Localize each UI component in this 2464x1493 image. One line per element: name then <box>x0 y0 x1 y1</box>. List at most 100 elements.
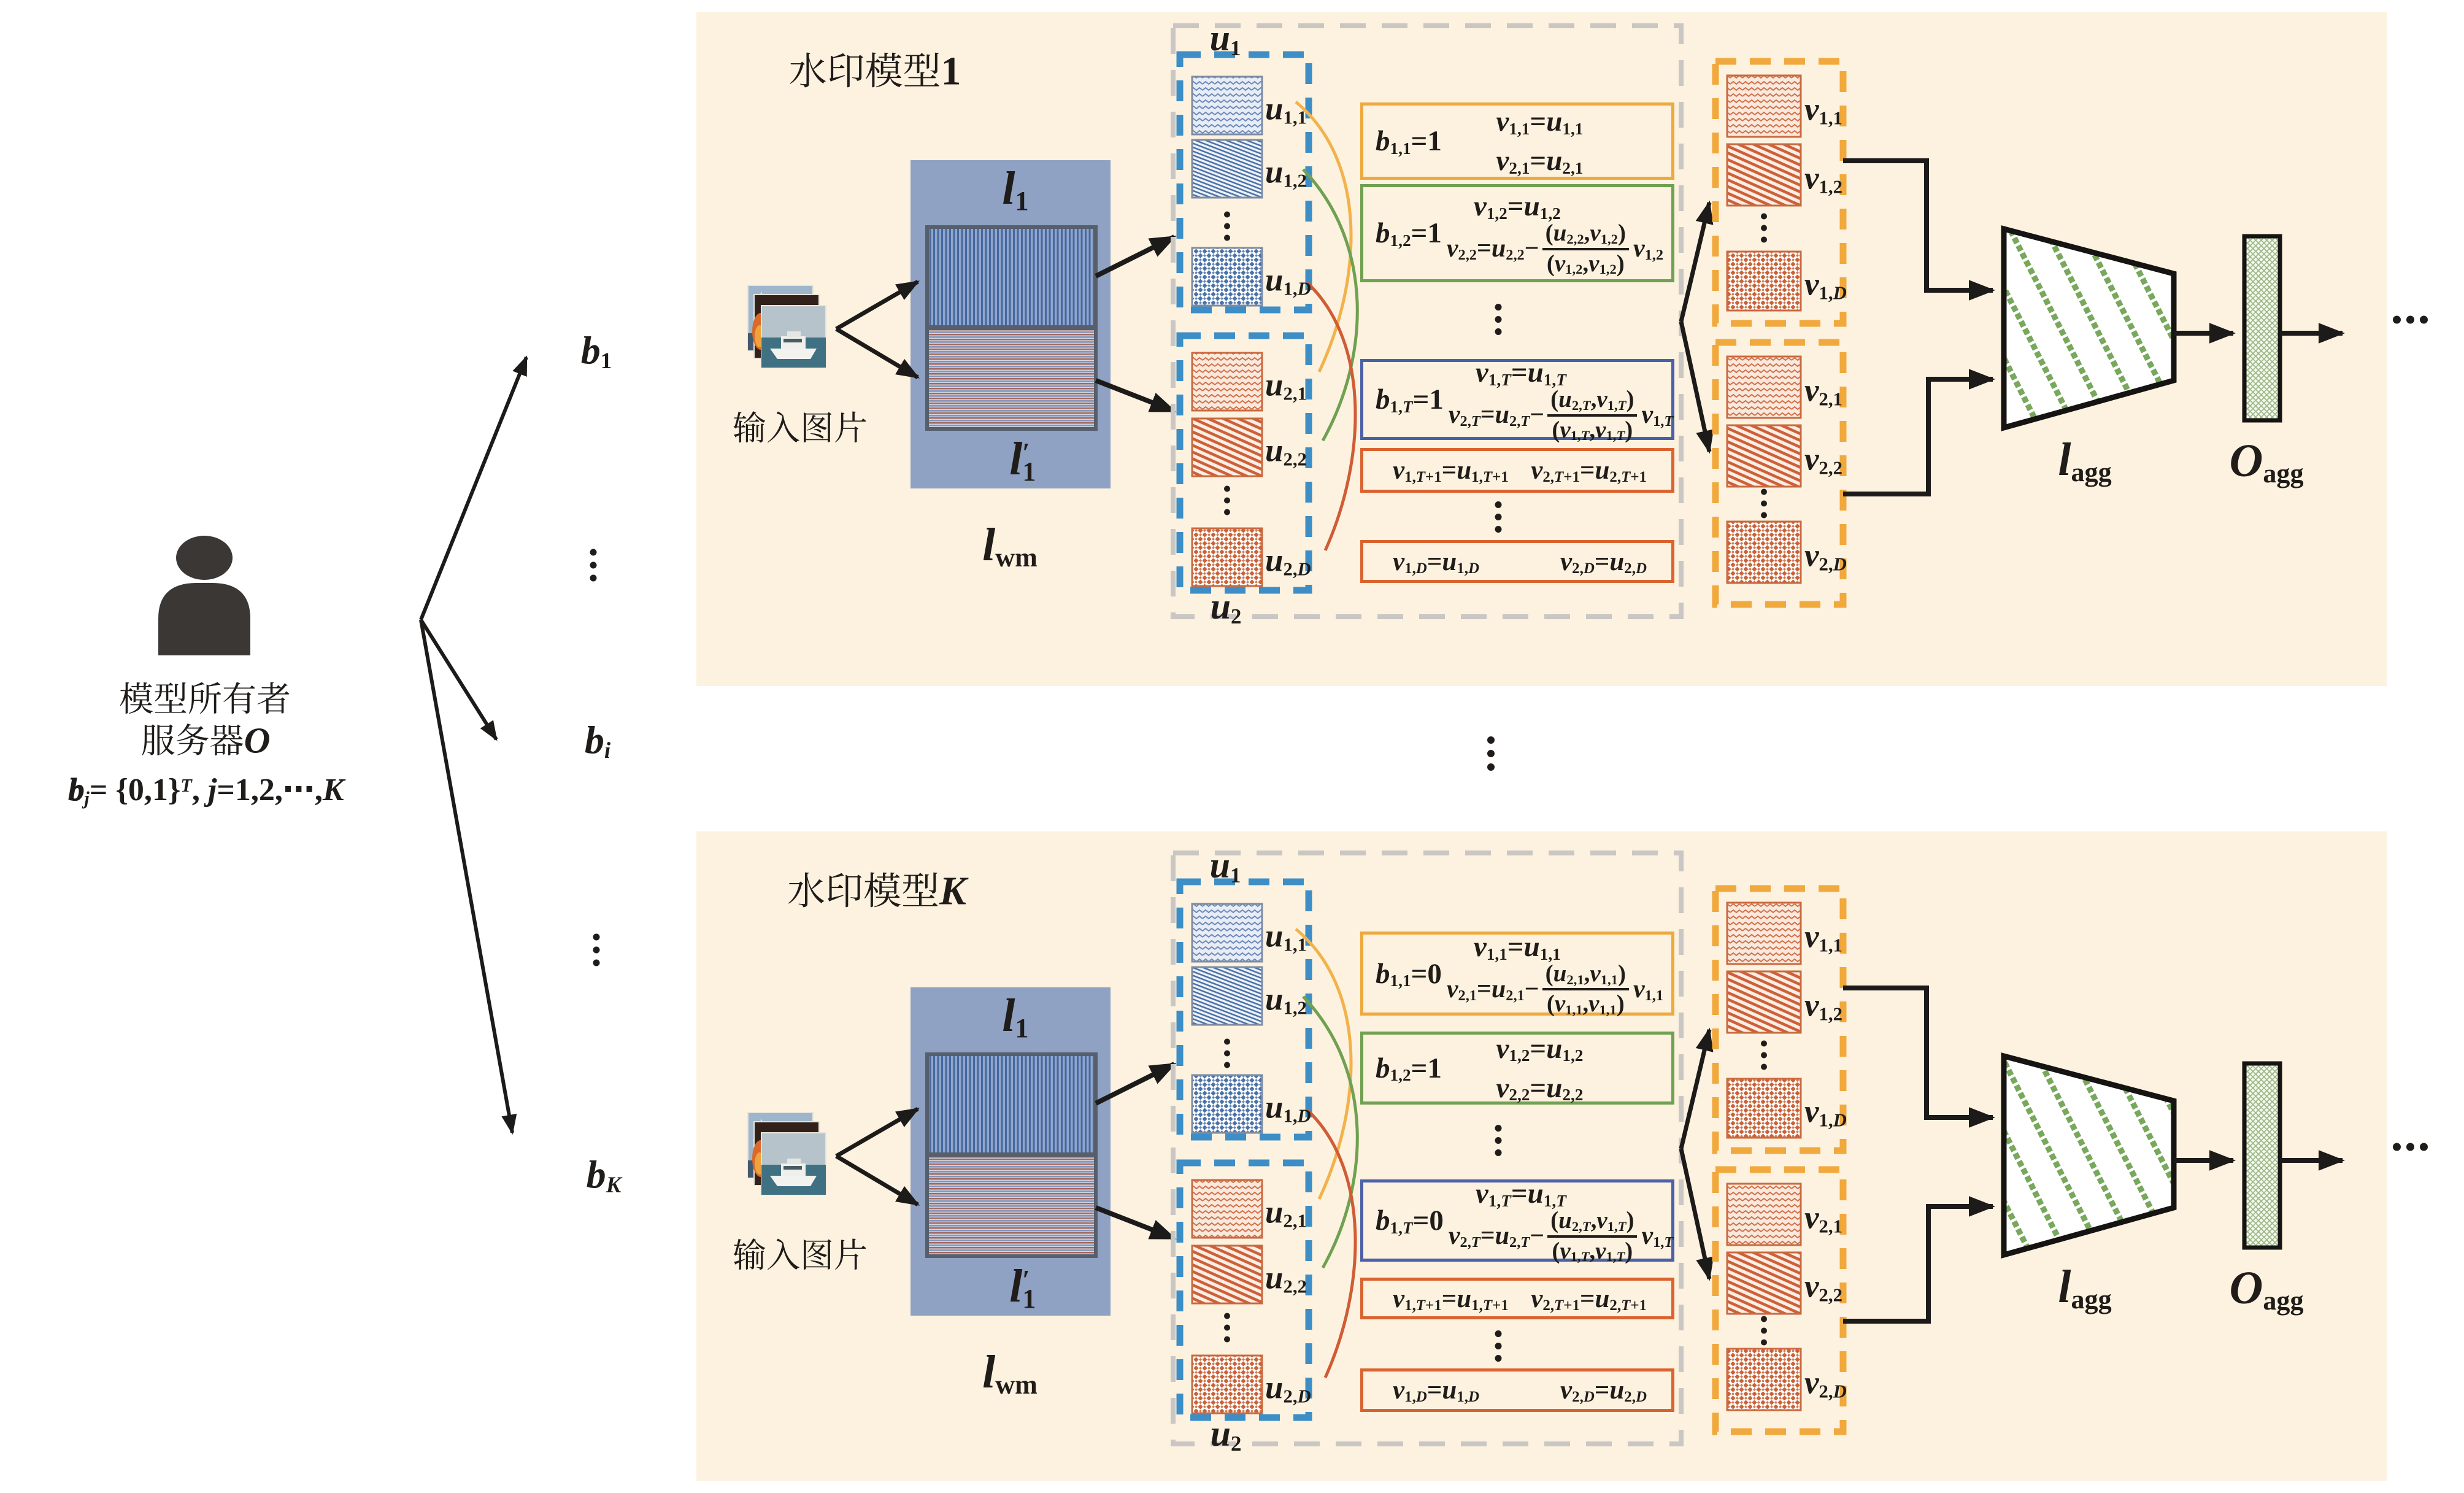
formula-eq1: v1,D=u1,D <box>1393 1376 1479 1406</box>
formula-line1: v1,2=u1,2 <box>1496 1032 1584 1065</box>
formula-line2-post: v1,2 <box>1633 234 1664 264</box>
formula-dots <box>1495 301 1502 338</box>
arrow-bottom-to-u2 <box>1095 1205 1177 1241</box>
v2-to-aggregator-line <box>1843 1196 1995 1324</box>
pair-curve-green <box>1302 168 1359 442</box>
formula-line2-pre: v2,2=u2,2− <box>1446 234 1539 264</box>
formula-line2-post: v1,T <box>1641 401 1674 430</box>
v-square-0 <box>1726 901 1802 965</box>
v-square-5 <box>1726 520 1802 584</box>
layer-block-label: lwm <box>982 1346 1038 1400</box>
v-column-2-dots <box>1761 1313 1767 1348</box>
u-square-0 <box>1191 903 1263 963</box>
formula-condition: b1,T=0 <box>1376 1205 1444 1237</box>
bit-vector-formula: bj= {0,1}T, j=1,2,⋯,K <box>68 773 344 809</box>
fraction-denominator: (v1,1,v1,1) <box>1546 990 1625 1017</box>
boat-hull <box>770 349 817 359</box>
v-square-label-4: v2,2 <box>1804 441 1842 479</box>
branch-label-bi: bi <box>584 718 611 764</box>
boat-cabin-roof <box>787 1159 801 1164</box>
arrow-input-to-top <box>835 279 920 331</box>
v-square-2 <box>1726 1078 1802 1139</box>
u-square-0 <box>1191 75 1263 136</box>
panel-2-title: K <box>787 871 968 911</box>
u-square-2 <box>1191 247 1263 307</box>
pair-curve-red <box>1306 281 1357 552</box>
formula-condition: b1,2=1 <box>1376 1052 1442 1085</box>
boat-windows <box>783 339 802 342</box>
formula-line1: v1,1=u1,1 <box>1473 930 1561 963</box>
u-group-1-box <box>1176 51 1312 314</box>
v-square-1 <box>1726 143 1802 207</box>
input-image-stack <box>747 1112 826 1195</box>
branch-dots-2 <box>593 931 600 970</box>
branch-label-b1: b1 <box>580 328 612 374</box>
boat-hull <box>770 1176 817 1186</box>
formula-line2-post: v1,1 <box>1633 974 1664 1004</box>
v-square-3 <box>1726 355 1802 419</box>
formula-line1: v1,1=u1,1 <box>1496 106 1584 138</box>
u-square-3 <box>1191 352 1263 412</box>
v-column-2-dots <box>1761 486 1767 521</box>
arrow-bottom-to-u2 <box>1095 378 1177 414</box>
formula-line2-post: v1,T <box>1641 1222 1674 1251</box>
u-square-label-2: u1,D <box>1265 1089 1311 1127</box>
arrow-to-v1 <box>1679 200 1714 322</box>
formula-line2: v2,2=u2,2 <box>1496 1071 1584 1105</box>
u-square-1 <box>1191 966 1263 1026</box>
layer-top-label: l1 <box>1002 990 1029 1043</box>
layer-bottom-box <box>925 1154 1098 1258</box>
v-column-1-dots <box>1761 210 1767 245</box>
layer-bottom-box <box>925 326 1098 431</box>
input-image-caption-2 <box>733 1237 868 1272</box>
aggregate-output-bar-pattern <box>2242 1061 2282 1250</box>
u-square-label-5: u2,D <box>1265 1370 1311 1407</box>
u-square-label-2: u1,D <box>1265 262 1311 299</box>
fraction-denominator: (v1,T,v1,T) <box>1552 1237 1633 1265</box>
u-square-2 <box>1191 1074 1263 1134</box>
v-square-label-1: v1,2 <box>1804 160 1842 198</box>
formula-fraction: (u2,T,v1,T)(v1,T,v1,T) <box>1547 387 1638 442</box>
v-square-2 <box>1726 250 1802 312</box>
v-square-5 <box>1726 1348 1802 1411</box>
person-icon <box>158 536 250 655</box>
arrow-to-v2 <box>1679 321 1714 454</box>
u-square-5 <box>1191 1354 1263 1414</box>
formula-dots <box>1495 1122 1502 1159</box>
v-square-label-3: v2,1 <box>1804 1200 1842 1237</box>
fraction-numerator: (u2,T,v1,T) <box>1547 387 1638 417</box>
u-square-3 <box>1191 1179 1263 1239</box>
u-column-1-dots <box>1224 209 1230 244</box>
v-square-1 <box>1726 970 1802 1034</box>
pair-curve-yellow <box>1295 928 1353 1200</box>
u-square-4 <box>1191 417 1263 477</box>
v-square-0 <box>1726 74 1802 138</box>
formula-fraction: (u2,1,v1,1)(v1,1,v1,1) <box>1542 960 1629 1017</box>
v-square-label-5: v2,D <box>1804 1365 1847 1402</box>
arrow-to-v2 <box>1679 1148 1714 1281</box>
v-square-label-2: v1,D <box>1804 266 1847 304</box>
layer-block-label: lwm <box>982 519 1038 573</box>
layer-top-label: l1 <box>1002 163 1029 216</box>
input-image-caption-1 <box>733 410 868 445</box>
aggregation-layer-label: lagg <box>2058 434 2112 487</box>
formula-eq1: v1,D=u1,D <box>1393 547 1479 577</box>
u-group-2-box <box>1176 1159 1312 1421</box>
v-group-2-box <box>1712 339 1847 608</box>
v-square-label-3: v2,1 <box>1804 372 1842 410</box>
pair-curve-yellow <box>1295 101 1353 373</box>
formula-eq2: v2,T+1=u2,T+1 <box>1531 1284 1647 1314</box>
v2-to-aggregator-line <box>1843 369 1995 496</box>
u-square-label-1: u1,2 <box>1265 154 1307 191</box>
formula-fraction: (u2,T,v1,T)(v1,T,v1,T) <box>1547 1208 1638 1265</box>
arrow-top-to-u1 <box>1095 234 1177 279</box>
aggregator-trapezoid <box>2001 1052 2177 1259</box>
u-group-1-label: u1 <box>1209 845 1241 887</box>
